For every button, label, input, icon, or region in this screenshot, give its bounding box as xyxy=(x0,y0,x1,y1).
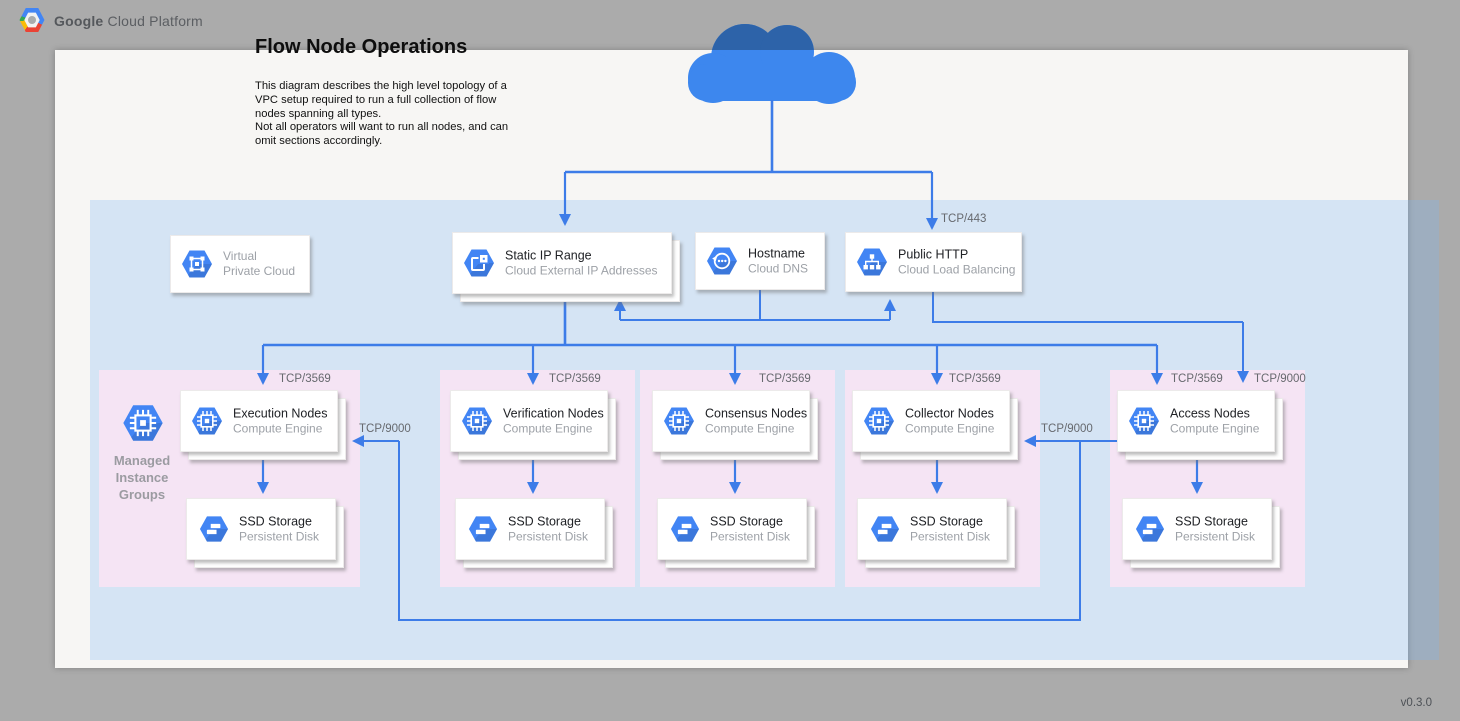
compute-engine-icon xyxy=(461,405,493,437)
vpc-label-line1: Virtual xyxy=(223,249,257,263)
persistent-disk-icon xyxy=(199,514,229,544)
tcp-9000-label: TCP/9000 xyxy=(359,423,411,435)
static-ip-title: Static IP Range xyxy=(505,248,592,263)
ssd-subtitle: Persistent Disk xyxy=(910,529,991,544)
tcp-3569-label: TCP/3569 xyxy=(549,373,601,385)
hostname-subtitle: Cloud DNS xyxy=(748,261,809,276)
static-ip-subtitle: Cloud External IP Addresses xyxy=(505,263,658,278)
version-label: v0.3.0 xyxy=(1400,697,1432,709)
consensus-nodes-title: Consensus Nodes xyxy=(705,406,808,421)
compute-engine-icon xyxy=(663,405,695,437)
hostname-title: Hostname xyxy=(748,246,805,261)
persistent-disk-icon xyxy=(670,514,700,544)
tcp-3569-label: TCP/3569 xyxy=(949,373,1001,385)
brand-cloud-platform: Cloud Platform xyxy=(103,13,203,29)
collector-nodes-title: Collector Nodes xyxy=(905,406,994,421)
persistent-disk-icon xyxy=(870,514,900,544)
tcp-9000-label: TCP/9000 xyxy=(1041,423,1093,435)
ssd-subtitle: Persistent Disk xyxy=(710,529,791,544)
persistent-disk-icon xyxy=(1135,514,1165,544)
page-description: This diagram describes the high level to… xyxy=(255,80,509,148)
ssd-title: SSD Storage xyxy=(239,514,312,529)
ssd-title: SSD Storage xyxy=(1175,514,1248,529)
page-title: Flow Node Operations xyxy=(255,36,468,58)
tcp-443-label: TCP/443 xyxy=(941,213,987,225)
tcp-3569-label: TCP/3569 xyxy=(279,373,331,385)
tcp-9000-label: TCP/9000 xyxy=(1254,373,1306,385)
ssd-title: SSD Storage xyxy=(710,514,783,529)
vpc-label-line2: Private Cloud xyxy=(223,264,296,278)
verification-nodes-title: Verification Nodes xyxy=(503,406,604,421)
public-http-subtitle: Cloud Load Balancing xyxy=(898,262,1016,277)
ssd-title: SSD Storage xyxy=(508,514,581,529)
consensus-nodes-subtitle: Compute Engine xyxy=(705,421,795,436)
execution-nodes-subtitle: Compute Engine xyxy=(233,421,323,436)
access-nodes-subtitle: Compute Engine xyxy=(1170,421,1260,436)
ssd-subtitle: Persistent Disk xyxy=(508,529,589,544)
ssd-title: SSD Storage xyxy=(910,514,983,529)
vpc-icon xyxy=(181,248,213,280)
execution-nodes-title: Execution Nodes xyxy=(233,406,328,421)
compute-engine-icon xyxy=(1128,405,1160,437)
public-http-title: Public HTTP xyxy=(898,247,969,262)
ssd-subtitle: Persistent Disk xyxy=(1175,529,1256,544)
load-balancing-icon xyxy=(856,246,888,278)
access-nodes-title: Access Nodes xyxy=(1170,406,1250,421)
ssd-subtitle: Persistent Disk xyxy=(239,529,320,544)
managed-instance-groups-label: Managed Instance Groups xyxy=(113,453,171,502)
managed-instance-groups-icon xyxy=(122,402,164,444)
compute-engine-icon xyxy=(191,405,223,437)
tcp-3569-label: TCP/3569 xyxy=(759,373,811,385)
cloud-dns-icon xyxy=(706,245,738,277)
verification-nodes-subtitle: Compute Engine xyxy=(503,421,593,436)
compute-engine-icon xyxy=(863,405,895,437)
gcp-logo-icon xyxy=(19,8,45,32)
collector-nodes-subtitle: Compute Engine xyxy=(905,421,995,436)
brand-google: Google xyxy=(54,13,104,29)
external-ip-icon xyxy=(463,247,495,279)
persistent-disk-icon xyxy=(468,514,498,544)
tcp-3569-label: TCP/3569 xyxy=(1171,373,1223,385)
internet-cloud-icon xyxy=(688,24,856,104)
brand-text: Google Cloud Platform xyxy=(54,13,203,29)
